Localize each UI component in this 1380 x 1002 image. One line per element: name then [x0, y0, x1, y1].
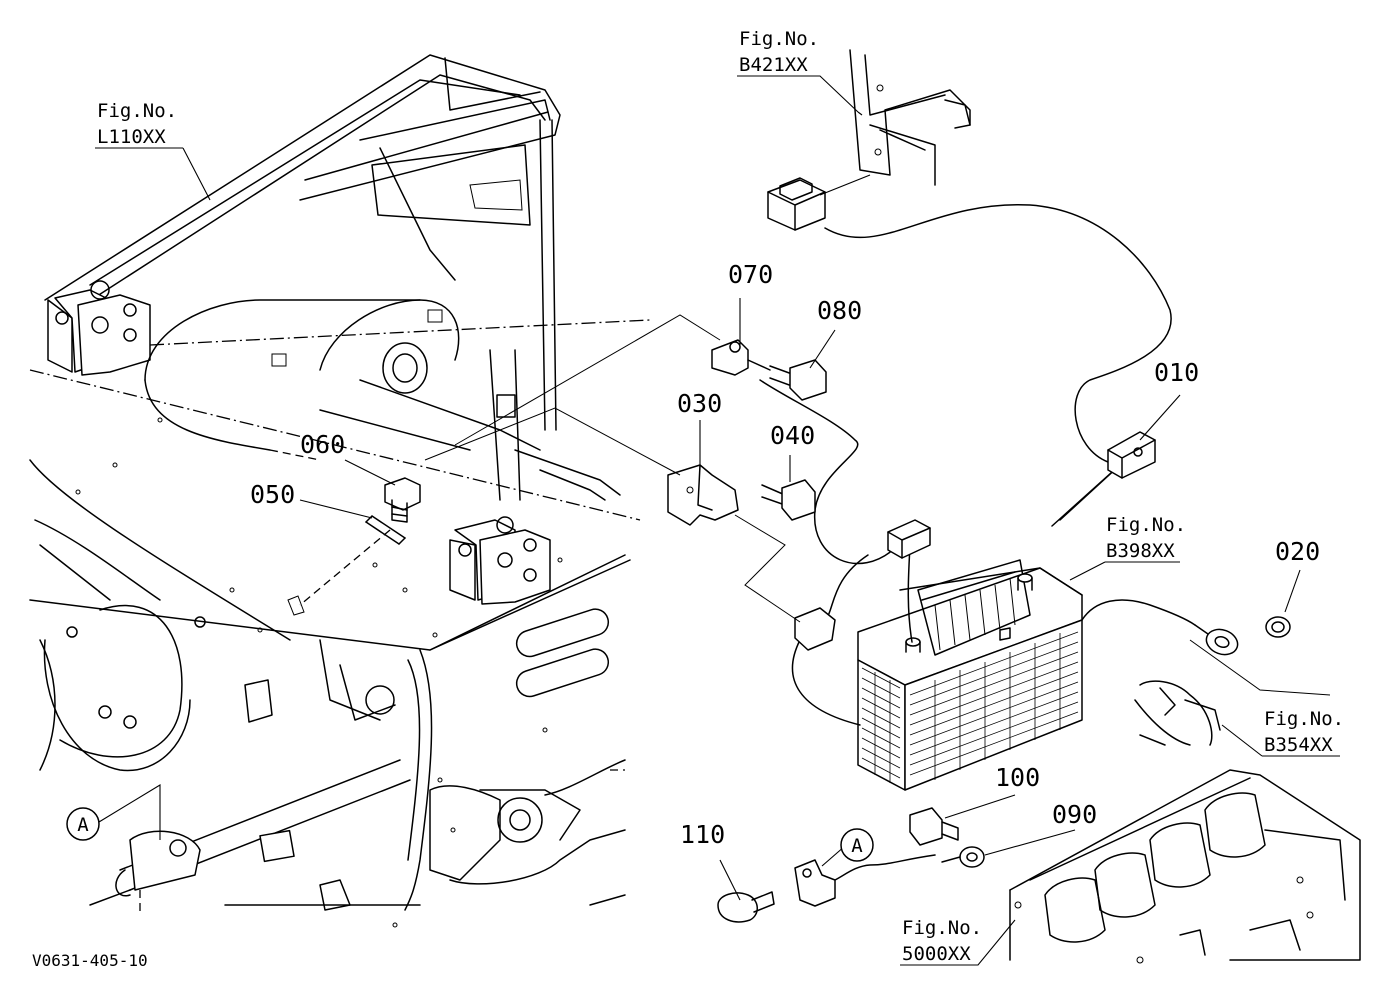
figure-refs: Fig.No. L110XX Fig.No. B421XX Fig.No. B3… — [97, 28, 1344, 965]
detail-marker-right: A — [841, 829, 873, 861]
part-label-080: 080 — [817, 296, 862, 325]
fig-ref-b354: Fig.No. B354XX — [1264, 708, 1344, 756]
loader-frame — [30, 55, 650, 927]
part-label-110: 110 — [680, 820, 725, 849]
part-label-010: 010 — [1154, 358, 1199, 387]
fig-ref-l110: Fig.No. L110XX — [97, 100, 177, 148]
svg-text:5000XX: 5000XX — [902, 943, 971, 965]
bolt-110-part — [718, 892, 774, 922]
svg-text:A: A — [851, 835, 863, 857]
battery-part — [858, 560, 1082, 790]
svg-text:Fig.No.: Fig.No. — [1264, 708, 1344, 730]
leader-lines — [95, 76, 1340, 965]
part-label-040: 040 — [770, 421, 815, 450]
fig-ref-b421: Fig.No. B421XX — [739, 28, 819, 76]
fuse-connector-part — [795, 520, 930, 650]
part-labels: 010 020 030 040 050 060 070 080 090 100 … — [250, 260, 1320, 849]
bolt-080-part — [770, 360, 826, 400]
part-label-060: 060 — [300, 430, 345, 459]
terminal-090-part — [942, 847, 984, 867]
svg-text:Fig.No.: Fig.No. — [739, 28, 819, 50]
svg-text:L110XX: L110XX — [97, 126, 166, 148]
switch-010-part — [1108, 432, 1155, 478]
bolt-040-part — [762, 480, 815, 520]
drawing-code: V0631-405-10 — [32, 951, 148, 970]
bolt-060-part — [385, 478, 420, 522]
svg-text:Fig.No.: Fig.No. — [1106, 514, 1186, 536]
detail-marker-left: A — [67, 808, 99, 840]
clamp-070-part — [712, 340, 770, 375]
part-label-050: 050 — [250, 480, 295, 509]
terminal-020-part — [1195, 617, 1290, 659]
svg-text:A: A — [77, 814, 89, 836]
fig-ref-5000: Fig.No. 5000XX — [902, 917, 982, 965]
clamp-ground-part — [795, 860, 835, 906]
engine-block-part — [1010, 770, 1360, 963]
part-label-100: 100 — [995, 763, 1040, 792]
bracket-b421-part — [850, 50, 970, 185]
washer-050-part — [366, 516, 405, 544]
part-label-070: 070 — [728, 260, 773, 289]
svg-text:Fig.No.: Fig.No. — [97, 100, 177, 122]
svg-text:B398XX: B398XX — [1106, 540, 1175, 562]
battery-cables — [760, 205, 1195, 880]
bracket-030-part — [668, 465, 738, 525]
part-label-030: 030 — [677, 389, 722, 418]
part-label-090: 090 — [1052, 800, 1097, 829]
bolt-100-part — [910, 808, 958, 845]
fig-ref-b398: Fig.No. B398XX — [1106, 514, 1186, 562]
harness-outline — [425, 315, 1330, 695]
svg-text:B354XX: B354XX — [1264, 734, 1333, 756]
relay-top-part — [768, 178, 825, 230]
svg-text:Fig.No.: Fig.No. — [902, 917, 982, 939]
part-label-020: 020 — [1275, 537, 1320, 566]
starter-b354-part — [1135, 681, 1220, 745]
svg-text:B421XX: B421XX — [739, 54, 808, 76]
